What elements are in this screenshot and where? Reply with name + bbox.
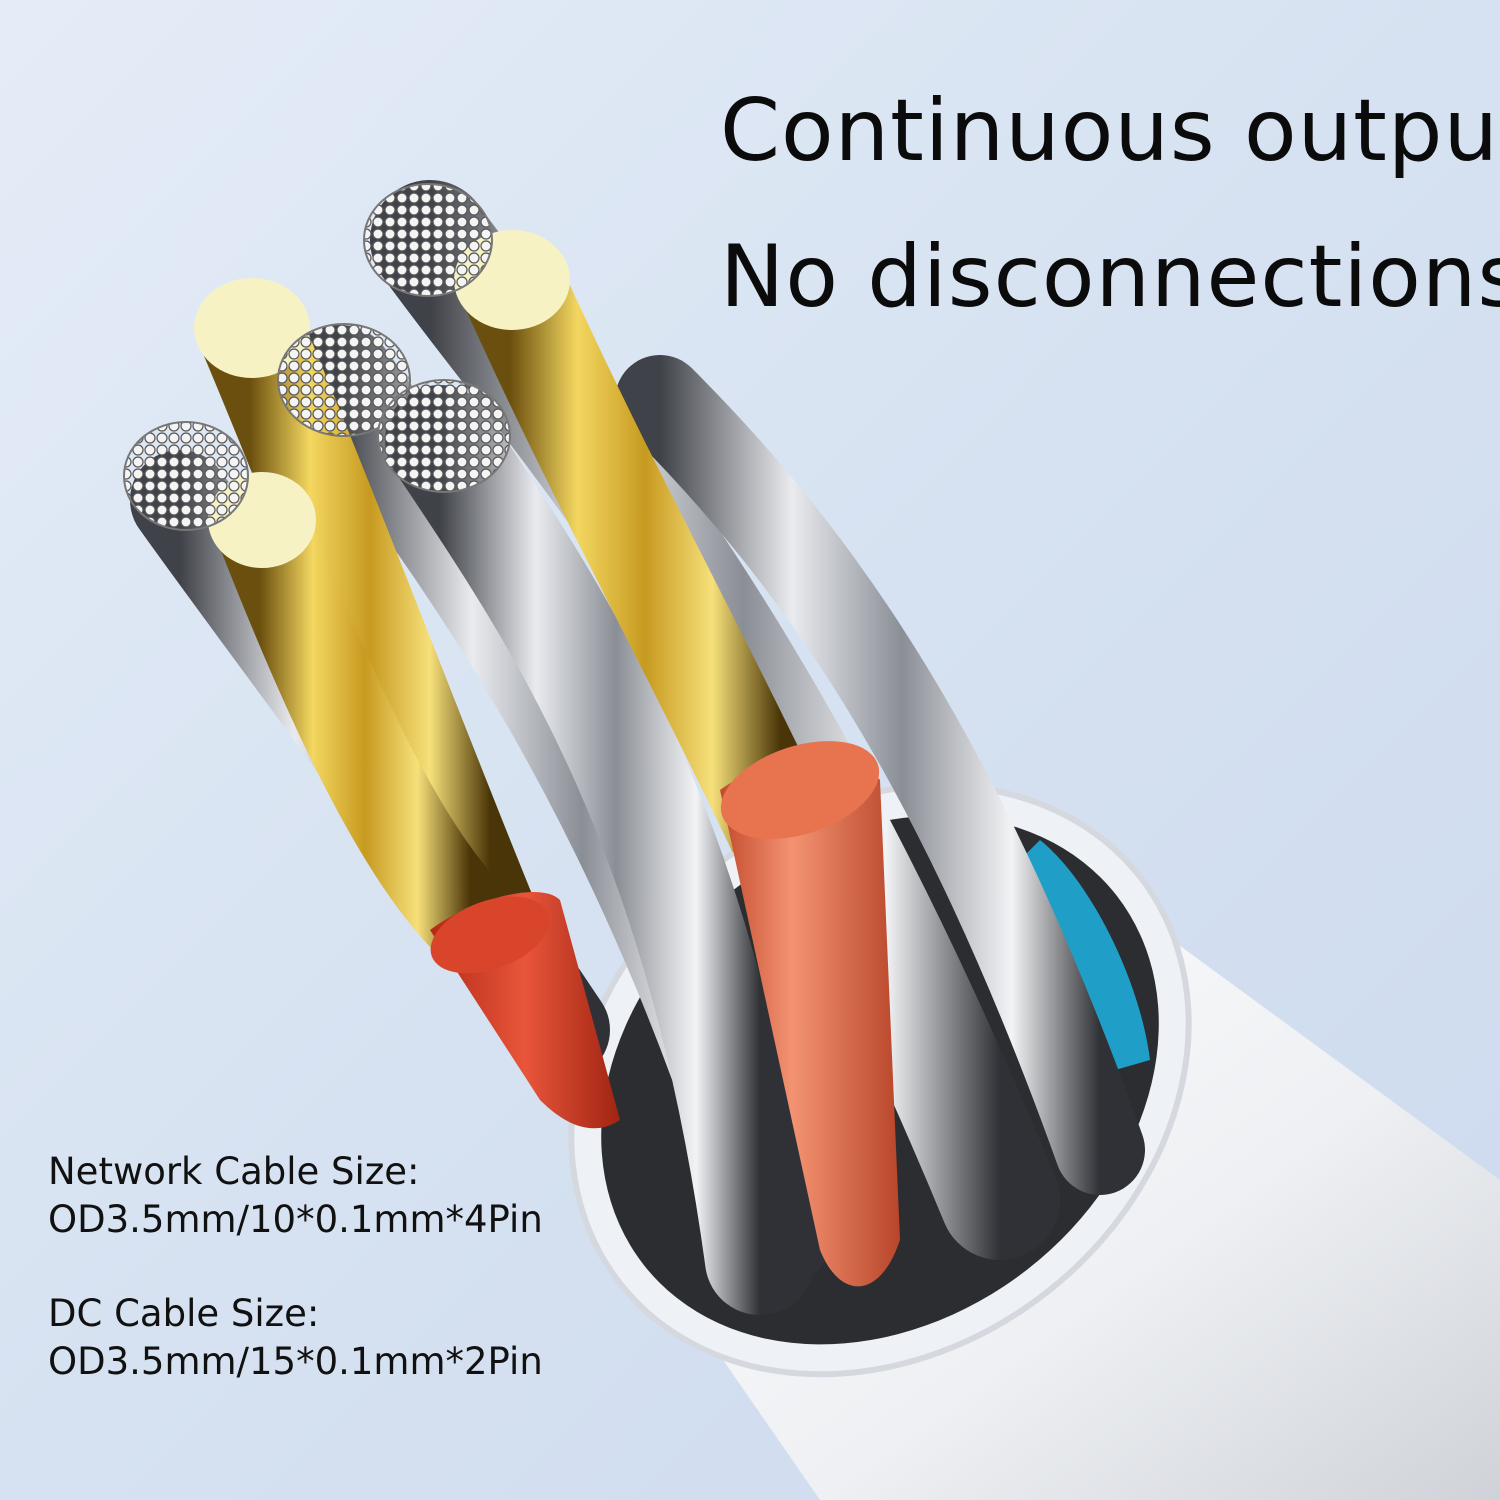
conductor-tips [123, 183, 570, 568]
headline: Continuous output No disconnections [720, 58, 1500, 350]
cable-specs: Network Cable Size: OD3.5mm/10*0.1mm*4Pi… [48, 1148, 688, 1432]
insulation-sleeves [430, 741, 900, 1287]
network-cable-spec: Network Cable Size: OD3.5mm/10*0.1mm*4Pi… [48, 1148, 688, 1244]
headline-line-2: No disconnections [720, 227, 1500, 327]
dc-cable-value: OD3.5mm/15*0.1mm*2Pin [48, 1340, 543, 1383]
network-cable-label: Network Cable Size: [48, 1150, 420, 1193]
network-cable-value: OD3.5mm/10*0.1mm*4Pin [48, 1198, 543, 1241]
gold-conductors [201, 258, 828, 954]
dc-cable-spec: DC Cable Size: OD3.5mm/15*0.1mm*2Pin [48, 1290, 688, 1386]
dc-cable-label: DC Cable Size: [48, 1292, 320, 1335]
headline-line-1: Continuous output [720, 81, 1500, 181]
